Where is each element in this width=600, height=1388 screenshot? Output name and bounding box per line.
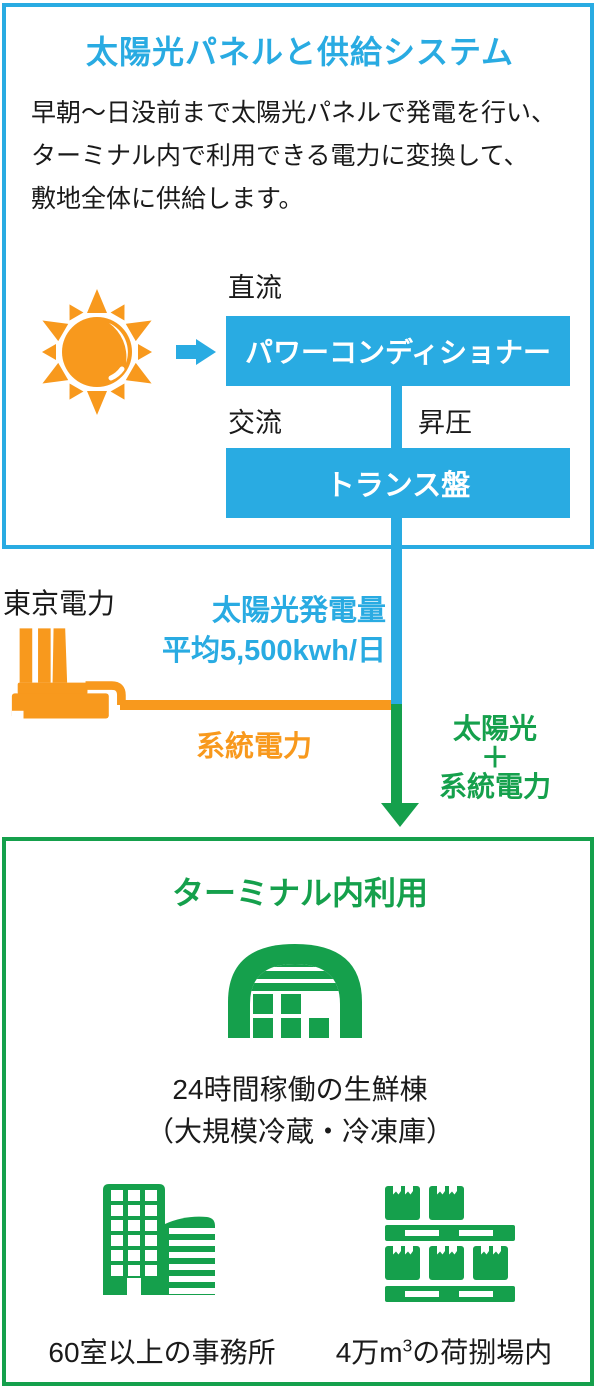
grid-power-label: 系統電力 [195,731,312,763]
cargo-caption-sup: 3 [402,1335,413,1356]
fresh-building-line-1: 24時間稼働の生鮮棟 [172,1074,428,1105]
dc-label: 直流 [228,273,282,303]
tepco-label: 東京電力 [3,588,116,619]
description-text: 早朝〜日没前まで太陽光パネルで発電を行い、 ターミナル内で利用できる電力に変換し… [31,92,556,221]
transformer-box: トランス盤 [226,448,570,518]
connector-line [391,384,402,450]
terminal-use-title: ターミナル内利用 [171,875,428,911]
power-conditioner-box: パワーコンディショナー [226,316,570,386]
description-line-1: 早朝〜日没前まで太陽光パネルで発電を行い、 [31,99,557,127]
solar-output-label: 太陽光発電量 平均5,500kwh/日 [40,591,386,671]
description-line-2: ターミナル内で利用できる電力に変換して、 [31,142,529,170]
description-line-3: 敷地全体に供給します。 [31,185,304,213]
combined-line-2: ＋ [480,742,509,773]
terminal-use-panel [2,837,594,1386]
down-arrow-icon [381,704,419,827]
grid-power-line [120,700,402,710]
pallet-boxes-icon [385,1186,515,1302]
office-caption: 60室以上の事務所 [48,1337,276,1368]
warehouse-icon [228,944,362,1038]
combined-line-1: 太陽光 [452,713,537,744]
page-title: 太陽光パネルと供給システム [85,34,515,70]
solar-power-line [391,516,402,706]
combined-power-label: 太陽光 ＋ 系統電力 [420,714,570,801]
solar-output-line-1: 太陽光発電量 [211,595,386,627]
boost-label: 昇圧 [418,408,472,438]
cargo-caption-post: の荷捌場内 [412,1337,553,1368]
solar-system-panel [2,3,594,549]
arrow-right-icon [176,339,216,365]
cargo-caption-pre: 4万m [335,1337,403,1368]
sun-icon [42,289,152,415]
ac-label: 交流 [228,408,282,438]
solar-output-line-2: 平均5,500kwh/日 [161,635,386,667]
office-building-icon [103,1184,215,1295]
fresh-building-line-2: （大規模冷蔵・冷凍庫） [145,1116,454,1147]
cargo-caption: 4万m3の荷捌場内 [319,1331,569,1371]
combined-line-3: 系統電力 [438,771,551,802]
power-plant-icon [11,628,126,719]
